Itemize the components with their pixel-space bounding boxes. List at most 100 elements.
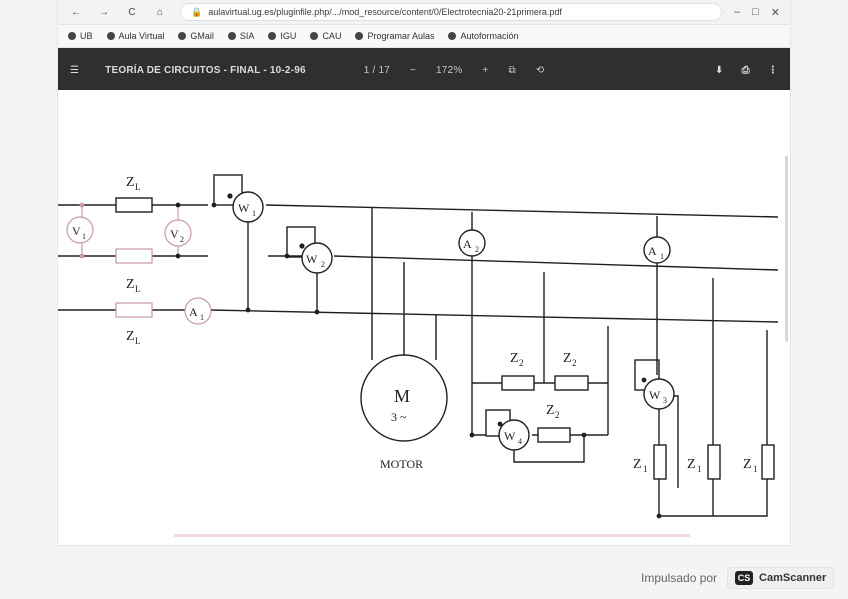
bookmark-icon bbox=[355, 32, 364, 40]
line-impedance-label-3: Z bbox=[126, 329, 135, 344]
pdf-title: TEORÍA DE CIRCUITOS - FINAL - 10-2-96 bbox=[105, 64, 306, 76]
bookmark-label: IGU bbox=[280, 31, 297, 41]
star-impedance-sub-3: 1 bbox=[753, 464, 758, 474]
ammeter-a1-load-label: A bbox=[648, 244, 657, 258]
line-impedance-label-2: Z bbox=[126, 277, 135, 292]
line-impedance-3 bbox=[115, 302, 153, 318]
junction-dot bbox=[79, 253, 85, 259]
star-impedance-3 bbox=[761, 444, 775, 480]
junction-dot bbox=[211, 202, 217, 208]
wattmeter-w4-voltage-lead bbox=[513, 435, 585, 463]
fit-page-icon[interactable]: ⧉ bbox=[508, 64, 516, 76]
home-button[interactable]: ⌂ bbox=[156, 6, 164, 18]
maximize-button[interactable]: □ bbox=[752, 5, 759, 18]
voltmeter-v2-label: V bbox=[170, 227, 179, 241]
reload-button[interactable]: C bbox=[128, 6, 136, 18]
lock-icon: 🔒 bbox=[191, 6, 203, 17]
wattmeter-w3-sub: 3 bbox=[663, 396, 667, 405]
line-impedance-2 bbox=[115, 248, 153, 264]
bookmark-cau[interactable]: CAU bbox=[310, 31, 341, 41]
browser-top-bar: ← → C ⌂ 🔒 aulavirtual.ug.es/pluginfile.p… bbox=[58, 0, 790, 25]
bookmark-sia[interactable]: SIA bbox=[227, 31, 255, 41]
junction-dot bbox=[656, 513, 662, 519]
wattmeter-w2-sub: 2 bbox=[321, 260, 325, 269]
delta-impedance-label-3: Z bbox=[546, 403, 555, 418]
address-text: aulavirtual.ug.es/pluginfile.php/.../mod… bbox=[208, 7, 562, 17]
wattmeter-w2-dot bbox=[299, 243, 305, 249]
wattmeter-w3-dot bbox=[641, 377, 647, 383]
zoom-in-button[interactable]: + bbox=[482, 64, 489, 76]
page-indicator[interactable]: 1 / 17 bbox=[363, 64, 390, 76]
motor-symbol bbox=[360, 354, 448, 442]
bookmark-aula-virtual[interactable]: Aula Virtual bbox=[106, 31, 164, 41]
scrollbar-thumb[interactable] bbox=[785, 156, 788, 342]
bookmark-icon bbox=[448, 32, 457, 40]
print-icon[interactable]: ⎙ bbox=[741, 64, 750, 76]
star-neutral bbox=[658, 479, 768, 517]
bookmark-label: Autoformación bbox=[460, 31, 519, 41]
bookmark-icon bbox=[68, 32, 76, 40]
camscanner-name: CamScanner bbox=[759, 572, 827, 584]
junction-dot bbox=[245, 307, 251, 313]
circuit-diagram: Z L Z L Z L V 1 V 2 A 1 W 1 bbox=[58, 174, 779, 519]
rotate-icon[interactable]: ⟲ bbox=[535, 64, 545, 76]
ammeter-a2-sub: 2 bbox=[475, 245, 479, 254]
voltmeter-v1-label: V bbox=[72, 224, 81, 238]
delta-impedance-sub-1: 2 bbox=[519, 358, 524, 368]
bookmark-autoformacion[interactable]: Autoformación bbox=[448, 31, 519, 41]
bookmark-icon bbox=[227, 32, 236, 40]
star-impedance-2 bbox=[707, 444, 721, 480]
scanned-screen: ← → C ⌂ 🔒 aulavirtual.ug.es/pluginfile.p… bbox=[58, 0, 790, 545]
delta-impedance-3 bbox=[537, 427, 571, 443]
bookmark-icon bbox=[268, 32, 277, 40]
wattmeter-w4-sub: 4 bbox=[518, 437, 522, 446]
bookmark-programar-aulas[interactable]: Programar Aulas bbox=[355, 31, 434, 41]
camscanner-footer: Impulsado por CS CamScanner bbox=[641, 567, 835, 589]
camscanner-logo-icon: CS bbox=[735, 571, 754, 585]
delta-impedance-2 bbox=[554, 375, 589, 391]
delta-impedance-sub-2: 2 bbox=[572, 358, 577, 368]
bookmark-igu[interactable]: IGU bbox=[268, 31, 296, 41]
camscanner-brand: CS CamScanner bbox=[727, 567, 835, 589]
delta-impedance-label-2: Z bbox=[563, 351, 572, 366]
zoom-out-button[interactable]: − bbox=[409, 64, 417, 76]
bookmark-label: CAU bbox=[322, 31, 342, 41]
minimize-button[interactable]: – bbox=[734, 5, 741, 18]
delta-impedance-sub-3: 2 bbox=[555, 410, 560, 420]
menu-icon[interactable]: ☰ bbox=[70, 64, 80, 76]
phase-line-1 bbox=[58, 204, 779, 218]
wattmeter-w2-coil bbox=[286, 226, 316, 258]
bookmark-label: SIA bbox=[239, 31, 255, 41]
bookmarks-bar: UB Aula Virtual GMail SIA IGU CAU Progra… bbox=[58, 25, 790, 48]
download-icon[interactable]: ⬇ bbox=[715, 64, 724, 76]
bookmark-icon bbox=[310, 32, 319, 40]
more-icon[interactable]: ⋮ bbox=[767, 64, 778, 76]
address-bar[interactable]: 🔒 aulavirtual.ug.es/pluginfile.php/.../m… bbox=[180, 3, 722, 21]
wattmeter-w2-label: W bbox=[306, 252, 318, 266]
motor-letter: M bbox=[394, 386, 410, 406]
phase-line-3 bbox=[58, 309, 779, 323]
window-controls: – □ ✕ bbox=[734, 6, 780, 19]
bookmark-label: Programar Aulas bbox=[367, 31, 435, 41]
star-impedance-label-2: Z bbox=[687, 457, 696, 472]
zoom-level[interactable]: 172% bbox=[436, 64, 463, 76]
bookmark-icon bbox=[106, 32, 115, 40]
close-window-button[interactable]: ✕ bbox=[770, 6, 780, 19]
forward-button[interactable]: → bbox=[99, 6, 109, 18]
bookmark-ub[interactable]: UB bbox=[68, 31, 93, 41]
line-impedance-subscript-3: L bbox=[135, 336, 141, 346]
bookmark-gmail[interactable]: GMail bbox=[178, 31, 214, 41]
delta-impedance-1 bbox=[501, 375, 535, 391]
page-bottom-edge bbox=[174, 534, 690, 537]
star-impedance-label-3: Z bbox=[743, 457, 752, 472]
voltmeter-v1 bbox=[66, 216, 94, 244]
phase-line-2 bbox=[58, 255, 779, 271]
voltmeter-v2 bbox=[164, 219, 192, 247]
wattmeter-w4-label: W bbox=[504, 429, 516, 443]
wattmeter-w1-coil bbox=[213, 174, 243, 206]
back-button[interactable]: ← bbox=[71, 6, 81, 18]
junction-dot bbox=[314, 309, 320, 315]
voltmeter-v1-sub: 1 bbox=[82, 232, 86, 241]
bookmark-label: GMail bbox=[190, 31, 214, 41]
voltmeter-v2-sub: 2 bbox=[180, 235, 184, 244]
